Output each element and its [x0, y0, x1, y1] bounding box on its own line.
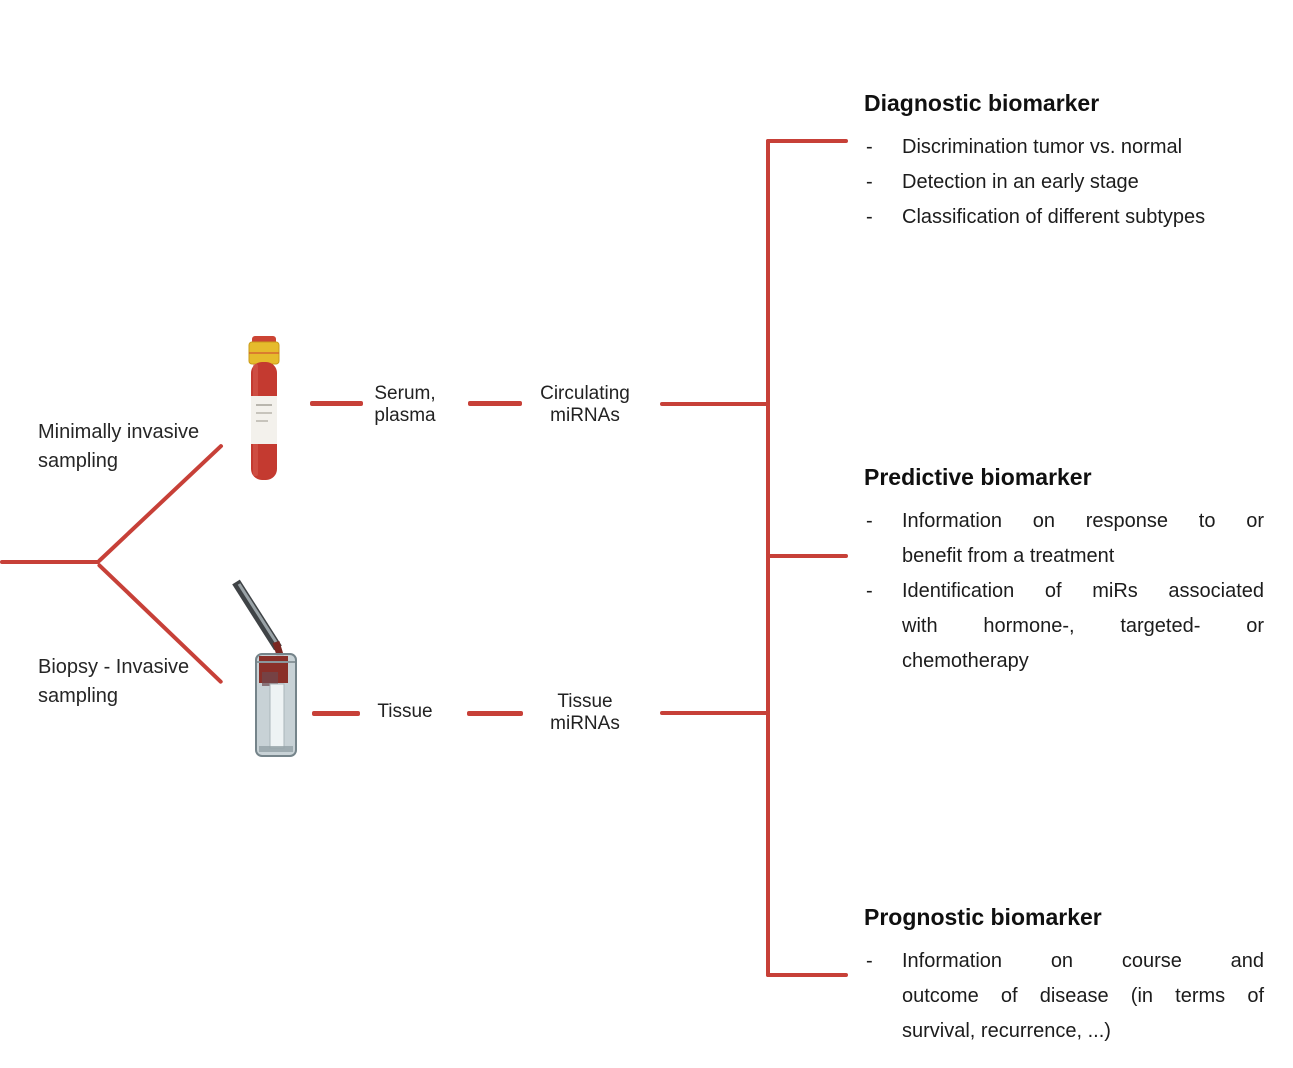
bullet-line: survival, recurrence, ...) [902, 1020, 1111, 1042]
biomarker-bracket-line [766, 139, 770, 977]
tissue-dash-line-2 [467, 711, 523, 716]
blood-tube-icon [244, 334, 284, 489]
list-item: - Discrimination tumor vs. normal [864, 130, 1264, 165]
bullet-line: Classification of different subtypes [902, 206, 1206, 228]
bullet-line: Identification of miRs associated [902, 580, 1264, 602]
bullet-marker: - [866, 950, 873, 972]
diagnostic-biomarker-title: Diagnostic biomarker [864, 90, 1100, 116]
serum-plasma-label: Serum, plasma [374, 383, 436, 426]
bullet-line: chemotherapy [902, 650, 1029, 672]
predictive-biomarker-section: Predictive biomarker - Information on re… [864, 462, 1264, 679]
bullet-marker: - [866, 171, 873, 193]
circulating-mirnas-label: Circulating miRNAs [540, 383, 630, 426]
tissue-mirnas-connector-line [660, 711, 770, 715]
list-item: - Identification of miRs associated with… [864, 574, 1264, 679]
list-item: - Detection in an early stage [864, 165, 1264, 200]
trunk-line [0, 560, 100, 564]
biopsy-vial-icon [226, 576, 304, 769]
tissue-mirnas-label: Tissue miRNAs [550, 691, 620, 734]
diagnostic-connector-line [766, 139, 848, 143]
bullet-line: Detection in an early stage [902, 171, 1139, 193]
prognostic-biomarker-section: Prognostic biomarker - Information on co… [864, 902, 1264, 1049]
list-item: - Information on course and outcome of d… [864, 944, 1264, 1049]
bullet-line: benefit from a treatment [902, 545, 1115, 567]
list-item: - Classification of different subtypes [864, 200, 1264, 235]
bullet-line: Discrimination tumor vs. normal [902, 136, 1183, 158]
circulating-mirnas-connector-line [660, 402, 770, 406]
bullet-marker: - [866, 510, 873, 532]
tissue-dash-line-1 [312, 711, 360, 716]
bullet-line: with hormone-, targeted- or [902, 615, 1264, 637]
predictive-biomarker-title: Predictive biomarker [864, 464, 1092, 490]
serum-dash-line-1 [310, 401, 363, 406]
bullet-line: Information on course and [902, 950, 1264, 972]
bullet-line: Information on response to or [902, 510, 1264, 532]
bullet-marker: - [866, 580, 873, 602]
minimally-invasive-label: Minimally invasive sampling [38, 421, 200, 472]
tissue-label: Tissue [377, 701, 433, 722]
list-item: - Information on response to or benefit … [864, 504, 1264, 574]
bullet-marker: - [866, 136, 873, 158]
diagnostic-biomarker-section: Diagnostic biomarker - Discrimination tu… [864, 88, 1264, 235]
bullet-line: outcome of disease (in terms of [902, 985, 1264, 1007]
prognostic-biomarker-title: Prognostic biomarker [864, 904, 1102, 930]
prognostic-connector-line [766, 973, 848, 977]
biopsy-invasive-label: Biopsy - Invasive sampling [38, 656, 190, 707]
bullet-marker: - [866, 206, 873, 228]
serum-dash-line-2 [468, 401, 522, 406]
predictive-connector-line [766, 554, 848, 558]
